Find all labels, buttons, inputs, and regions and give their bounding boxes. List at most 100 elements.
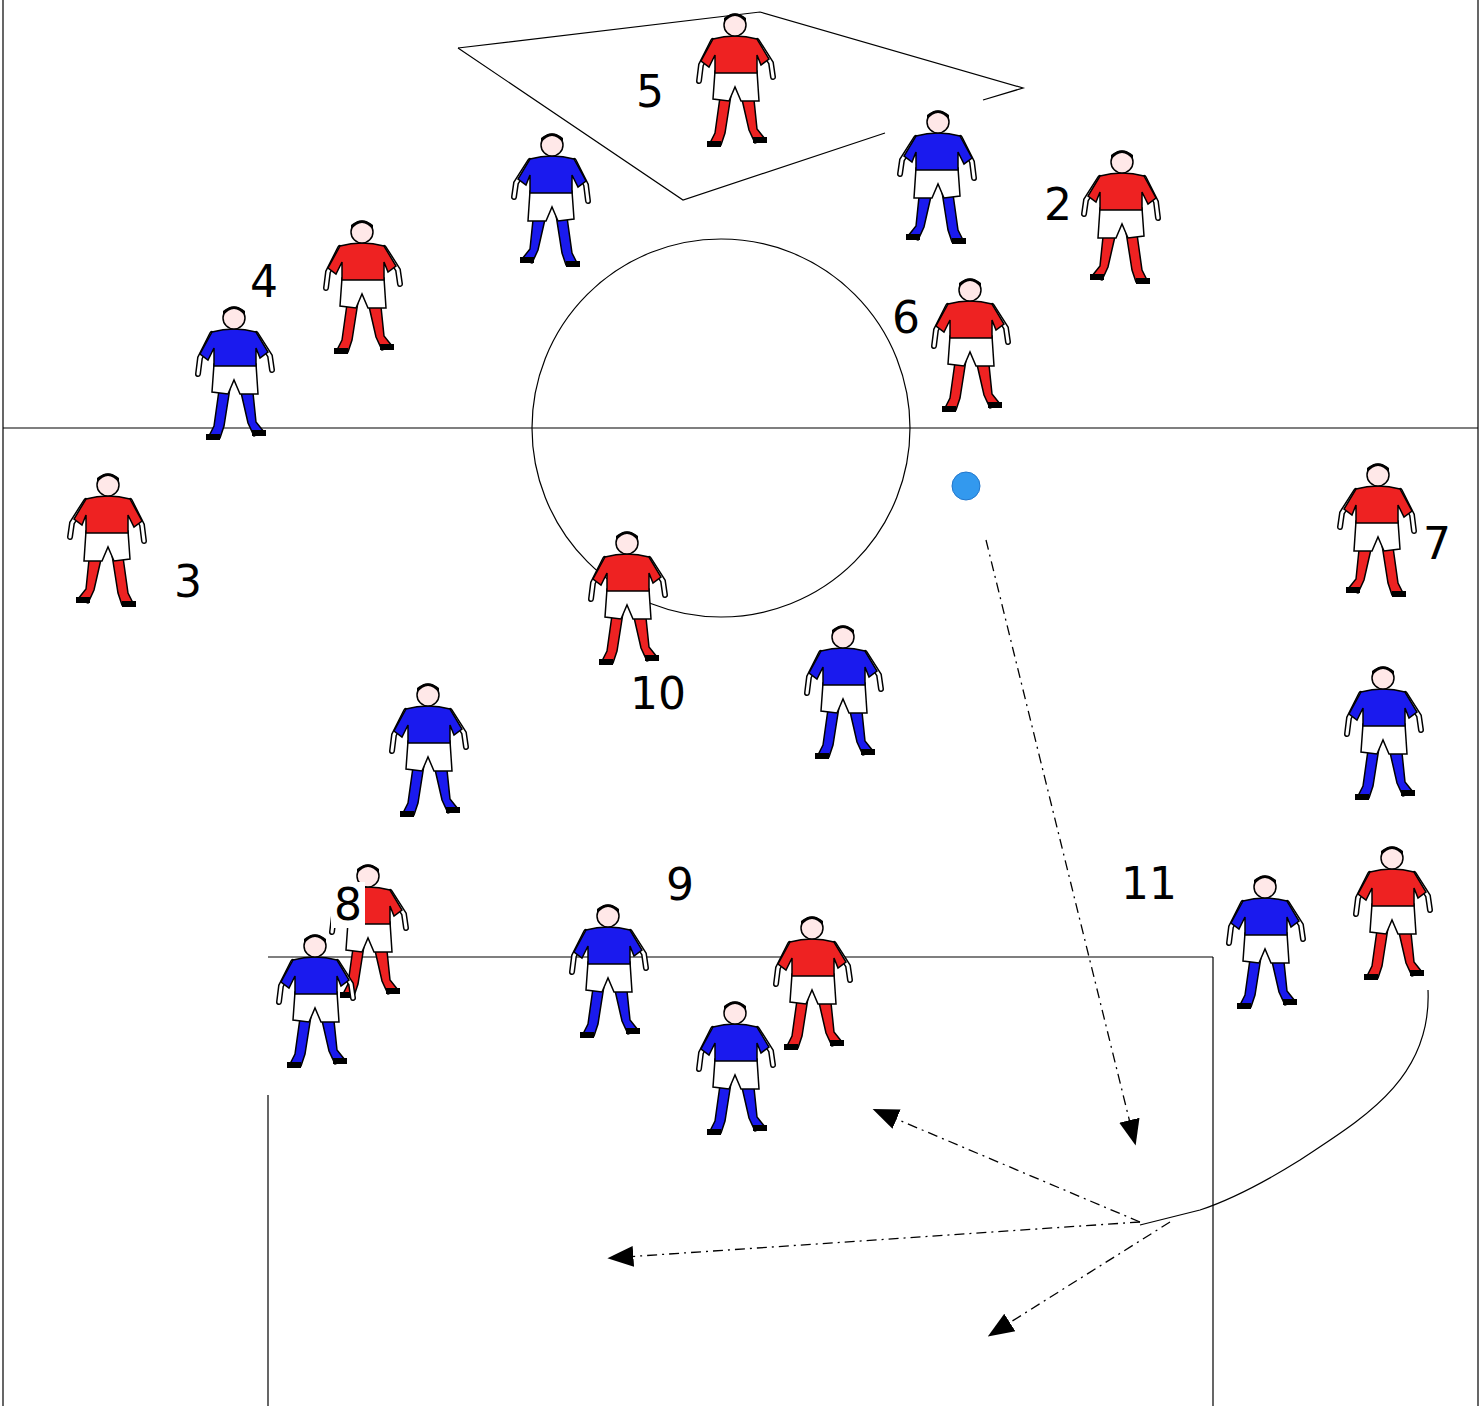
player-part [616,532,638,554]
player-figure [514,134,588,268]
player-part [200,329,268,366]
player-part [293,992,339,1022]
player-part [122,601,136,607]
pass-arrow [990,1222,1170,1335]
player-part [801,917,823,939]
player-part [830,1040,844,1046]
player-part [1344,486,1412,523]
player-number: 6 [889,295,923,341]
player-part [942,406,956,412]
player-part [701,36,769,73]
player-part [304,935,326,945]
player-part [1283,999,1297,1005]
player-part [1254,876,1276,898]
player-figure [198,307,272,441]
player-part [1088,173,1156,210]
player-part [1237,1003,1251,1009]
player-part [446,807,460,813]
player-part [713,71,759,101]
player-part [380,344,394,350]
player-part [1367,464,1389,474]
player-part [832,626,854,636]
player-number: 10 [627,671,689,717]
zone-outline [458,48,885,200]
player-part [223,307,245,329]
player-part [904,133,972,170]
player-part [626,1028,640,1034]
player-number: 11 [1118,861,1180,907]
player-part [1243,933,1289,963]
player-number: 4 [247,259,281,305]
player-figure [392,684,466,818]
player-part [518,156,586,193]
player-part [76,597,90,603]
player-part [541,134,563,144]
penalty-box-line [268,956,1213,957]
player-part [1111,151,1133,161]
player-part [832,626,854,648]
player-part [1381,847,1403,869]
player-part [1355,794,1369,800]
player-part [809,648,877,685]
player-part [574,927,642,964]
player-figure [1084,151,1158,285]
player-part [707,141,721,147]
player-part [821,683,867,713]
player-part [605,589,651,619]
player-figure [934,279,1008,413]
player-part [1354,521,1400,551]
player-part [394,706,462,743]
player-number: 8 [331,882,365,928]
player-figure [591,532,665,666]
centre-circle [532,239,910,617]
player-part [597,905,619,927]
pass-arrow [986,540,1135,1143]
player-part [1401,790,1415,796]
player-figure [900,111,974,245]
player-part [784,1044,798,1050]
player-part [753,137,767,143]
player-figure [1340,464,1414,598]
player-part [281,957,349,994]
player-part [580,1032,594,1038]
player-part [707,1129,721,1135]
player-part [252,430,266,436]
player-part [724,14,746,24]
player-part [541,134,563,156]
player-figure [70,474,144,608]
player-figure [699,14,773,148]
player-figure [326,221,400,355]
player-number: 5 [633,69,667,115]
player-part [927,111,949,133]
player-part [1231,898,1299,935]
player-part [334,348,348,354]
player-part [790,974,836,1004]
player-part [74,496,142,533]
player-part [1392,591,1406,597]
player-part [84,531,130,561]
player-part [616,532,638,542]
player-part [351,221,373,231]
player-part [927,111,949,121]
player-part [566,261,580,267]
player-part [713,1059,759,1089]
player-figure [1356,847,1430,981]
player-part [593,554,661,591]
pass-arrow [610,1222,1140,1258]
player-part [1370,904,1416,934]
player-part [815,753,829,759]
player-part [400,811,414,817]
player-figure [807,626,881,760]
player-part [333,1058,347,1064]
touch-line [1477,0,1478,1406]
players-group [70,14,1430,1136]
player-part [328,243,396,280]
player-part [406,741,452,771]
run-line [1140,990,1428,1225]
player-part [386,988,400,994]
player-part [906,234,920,240]
player-part [417,684,439,706]
player-part [1372,667,1394,677]
touch-line [2,0,3,1406]
